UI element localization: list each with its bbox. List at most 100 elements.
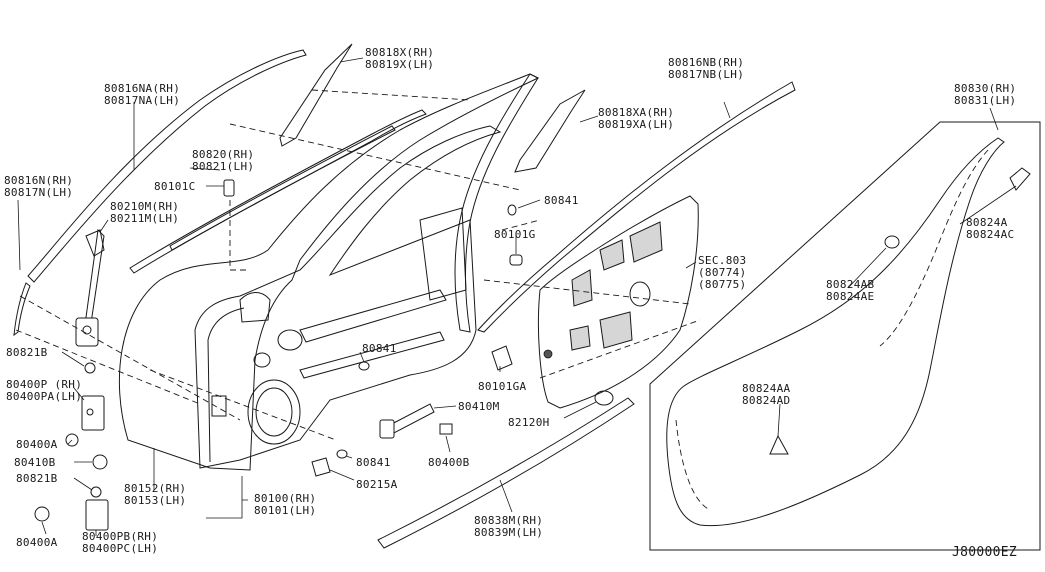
label-line: 80400A: [16, 536, 58, 549]
bolt-80400B: [439, 423, 453, 435]
label-line: 80410B: [14, 456, 56, 469]
label-p80152: 80152(RH)80153(LH): [124, 482, 186, 507]
molding-80820: [129, 109, 427, 274]
label-line: 80101(LH): [254, 504, 316, 517]
label-line: 80821(LH): [192, 160, 254, 173]
label-p80215A: 80215A: [356, 478, 398, 491]
label-line: 80841: [362, 342, 397, 355]
bolt-80410B: [92, 454, 108, 470]
label-line: 80818XA(RH): [598, 106, 674, 119]
label-line: 80841: [544, 194, 579, 207]
label-line: 80824AB: [826, 278, 875, 291]
clip-80101C: [223, 179, 235, 197]
label-p80101G: 80101G: [494, 228, 536, 241]
label-p80821Bb: 80821B: [16, 472, 58, 485]
grommet-80841-a: [507, 204, 517, 216]
label-line: 80838M(RH): [474, 514, 543, 527]
molding-80816N: [13, 282, 31, 337]
label-p80410M: 80410M: [458, 400, 500, 413]
label-line: 80817N(LH): [4, 186, 73, 199]
label-line: 80824AC: [966, 228, 1014, 241]
label-line: 82120H: [508, 416, 550, 429]
reference-lines: [15, 89, 701, 441]
label-line: 80210M(RH): [110, 200, 179, 213]
label-p80400B: 80400B: [428, 456, 470, 469]
belt-molding-80838M: [377, 397, 635, 549]
part-labels: 80818X(RH)80819X(LH)80816NA(RH)80817NA(L…: [4, 46, 1017, 560]
label-line: 80400B: [428, 456, 470, 469]
label-line: 80816N(RH): [4, 174, 73, 187]
weatherstrip-inset-frame: [649, 121, 1041, 551]
label-p80400PB: 80400PB(RH)80400PC(LH): [82, 530, 158, 555]
label-line: 80817NA(LH): [104, 94, 180, 107]
label-line: 80824AD: [742, 394, 790, 407]
label-p80410B: 80410B: [14, 456, 56, 469]
label-p80101GA: 80101GA: [478, 380, 527, 393]
label-p80400A_b: 80400A: [16, 536, 58, 549]
label-line: 80215A: [356, 478, 398, 491]
molding-80818XA: [514, 89, 586, 173]
label-line: 80839M(LH): [474, 526, 543, 539]
label-pSEC803: SEC.803(80774)(80775): [698, 254, 746, 291]
label-p80101C: 80101C: [154, 180, 196, 193]
label-line: SEC.803: [698, 254, 746, 267]
door-outer-panel-80100: [118, 73, 540, 471]
label-line: 80819XA(LH): [598, 118, 674, 131]
label-line: 80410M: [458, 400, 500, 413]
label-line: 80824A: [966, 216, 1008, 229]
label-line: 80824AA: [742, 382, 791, 395]
diagram-code: J80000EZ: [952, 545, 1017, 560]
grommet-80841-b: [358, 361, 370, 371]
clip-80101G: [509, 254, 523, 266]
label-line: 80830(RH): [954, 82, 1016, 95]
molding-80816NB: [477, 81, 796, 333]
label-line: 80400P (RH): [6, 378, 82, 391]
seal-82120H: [594, 390, 614, 406]
weatherstrip-80830: [666, 137, 1031, 527]
label-line: 80101GA: [478, 380, 527, 393]
label-line: 80824AE: [826, 290, 874, 303]
label-p80816NB: 80816NB(RH)80817NB(LH): [668, 56, 744, 81]
molding-80818X: [279, 43, 353, 147]
label-p80838M: 80838M(RH)80839M(LH): [474, 514, 543, 539]
door-inner-panel: [194, 125, 502, 469]
label-line: 80400PB(RH): [82, 530, 158, 543]
label-p80816N: 80816N(RH)80817N(LH): [4, 174, 73, 199]
window-regulator-80210M: [75, 228, 105, 347]
label-line: 80820(RH): [192, 148, 254, 161]
label-line: (80774): [698, 266, 746, 279]
label-p80841a: 80841: [544, 194, 579, 207]
door-trim-sec803: [537, 195, 699, 409]
label-line: 80101C: [154, 180, 196, 193]
label-p80816NA: 80816NA(RH)80817NA(LH): [104, 82, 180, 107]
hinge-lower-80400PB: [85, 499, 109, 531]
bolt-80821B-b: [90, 486, 102, 498]
bolt-80821B-a: [84, 362, 96, 374]
label-line: 80818X(RH): [365, 46, 434, 59]
molding-80816NA: [27, 49, 307, 283]
label-p82120H: 82120H: [508, 416, 550, 429]
label-line: 80400PC(LH): [82, 542, 158, 555]
label-line: 80817NB(LH): [668, 68, 744, 81]
label-line: 80821B: [16, 472, 58, 485]
label-line: 80152(RH): [124, 482, 186, 495]
label-p80841b: 80841: [362, 342, 397, 355]
label-p80400A_a: 80400A: [16, 438, 58, 451]
bolt-80215A: [311, 457, 331, 477]
label-line: 80153(LH): [124, 494, 186, 507]
label-p80400P: 80400P (RH)80400PA(LH): [6, 378, 82, 403]
hinge-upper-80400P: [81, 395, 105, 431]
label-line: 80831(LH): [954, 94, 1016, 107]
label-p80841c: 80841: [356, 456, 391, 469]
label-p80210M: 80210M(RH)80211M(LH): [110, 200, 179, 225]
label-p80100: 80100(RH)80101(LH): [254, 492, 316, 517]
check-link-80410M: [379, 403, 435, 439]
leader-lines: [17, 57, 1017, 536]
label-line: 80816NA(RH): [104, 82, 180, 95]
label-line: 80100(RH): [254, 492, 316, 505]
label-line: 80821B: [6, 346, 48, 359]
grommet-80841-c: [336, 449, 348, 459]
